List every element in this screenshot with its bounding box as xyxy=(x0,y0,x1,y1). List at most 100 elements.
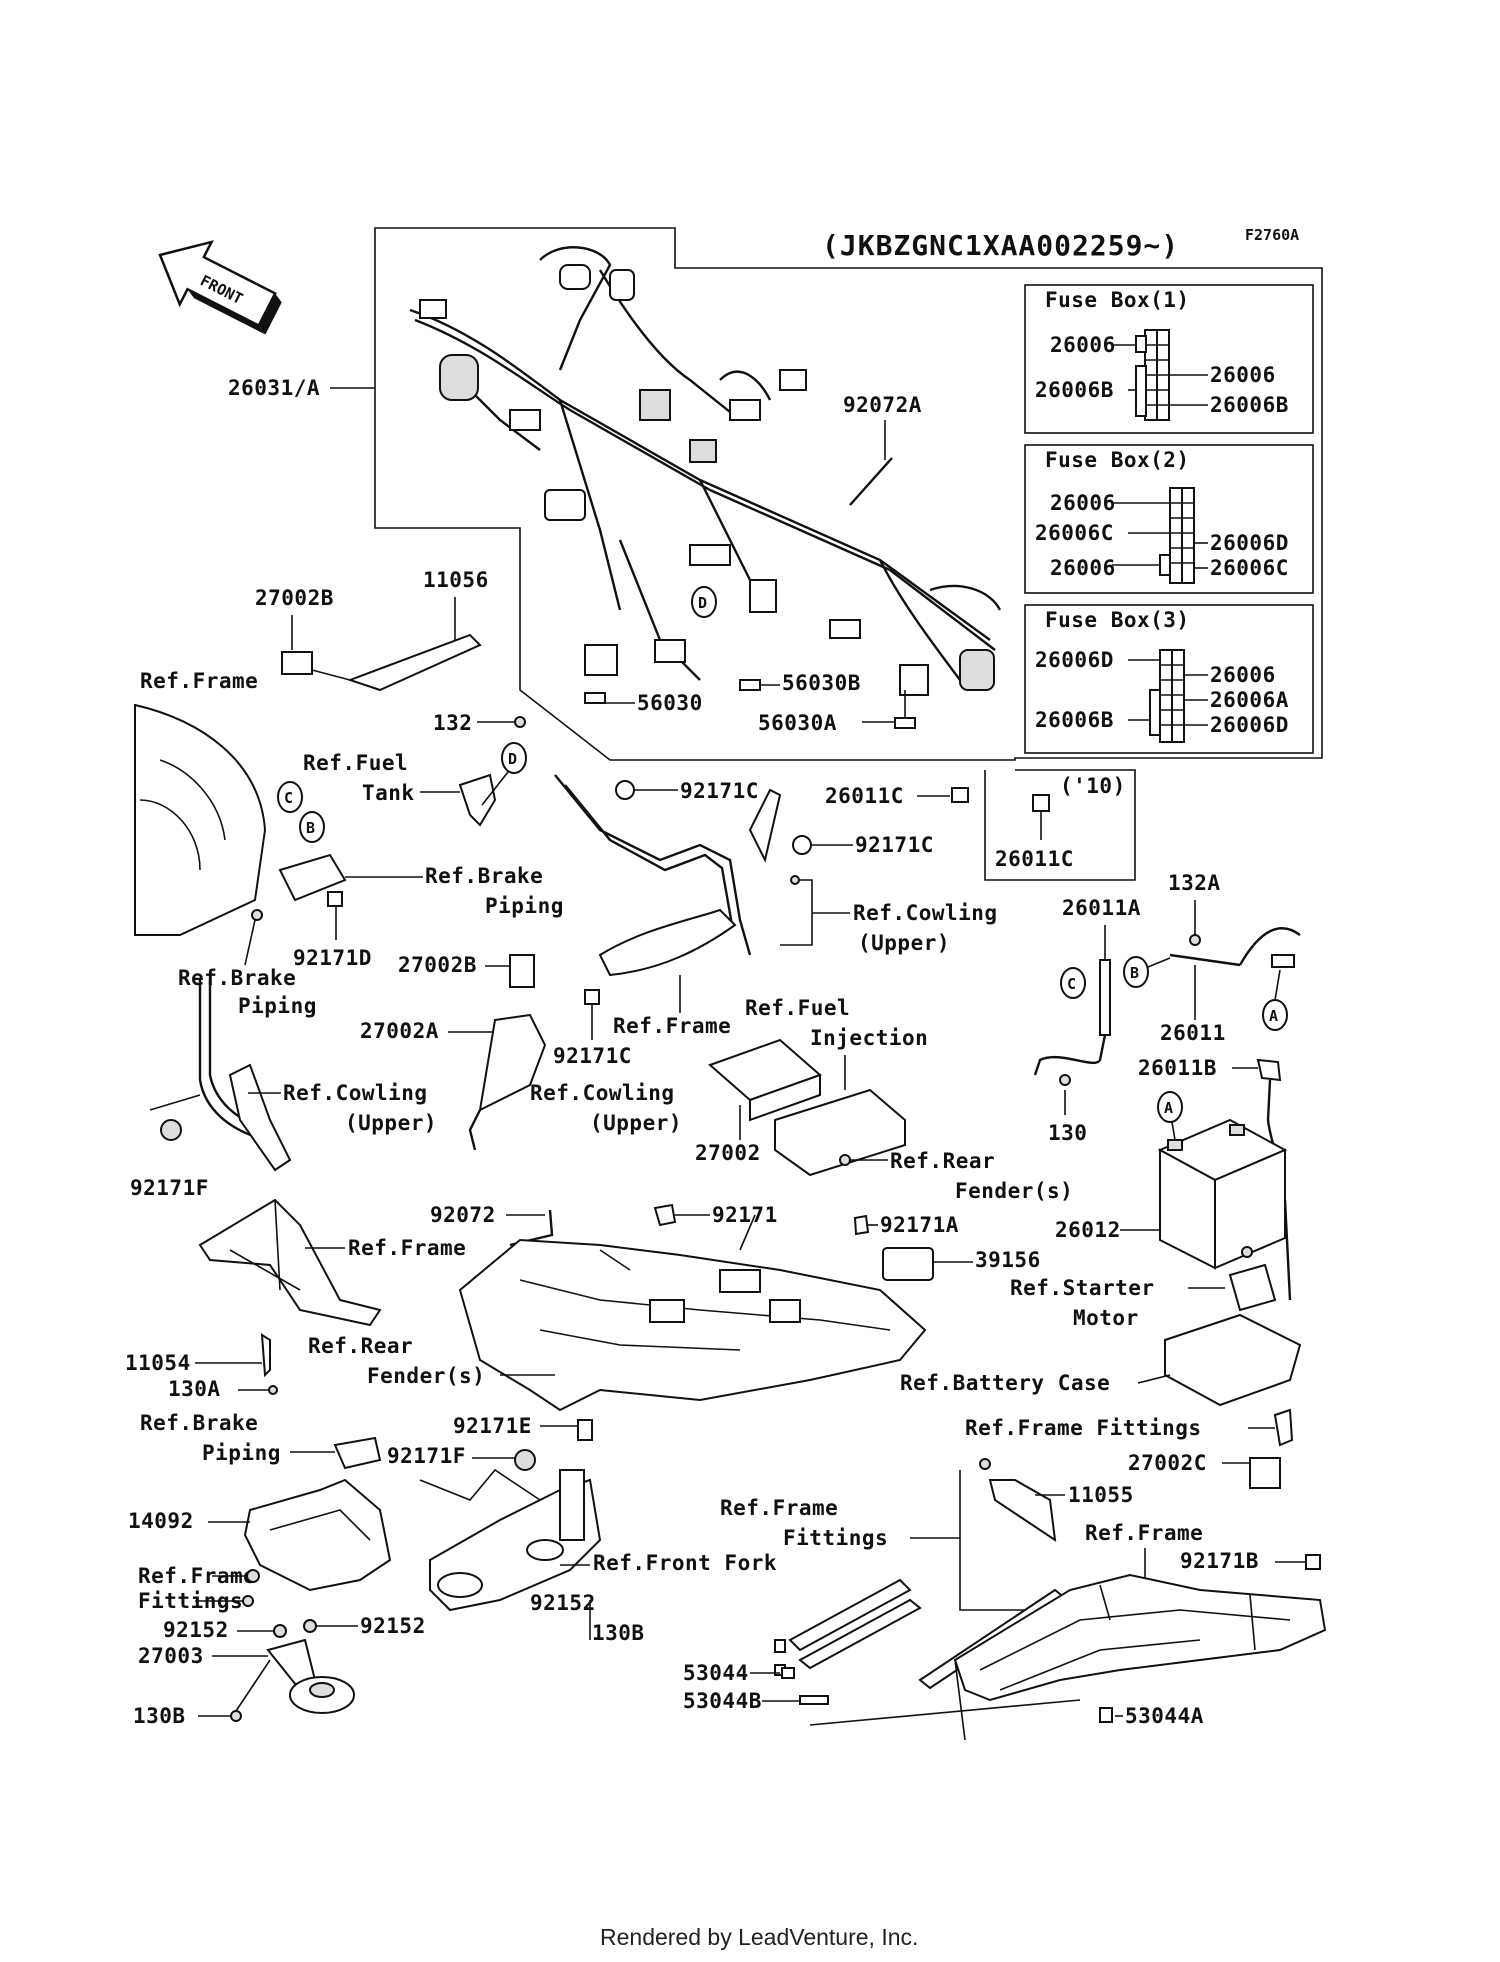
svg-text:C: C xyxy=(284,789,293,807)
label-11056: 11056 xyxy=(423,568,489,592)
label-53044b: 53044B xyxy=(683,1689,762,1713)
svg-text:26006: 26006 xyxy=(1210,363,1276,387)
part-frame-fitting-strip-1 xyxy=(788,1578,912,1652)
svg-text:26006B: 26006B xyxy=(1035,708,1114,732)
svg-text:Fuse Box(1): Fuse Box(1) xyxy=(1045,288,1190,312)
label-ref-battery-case: Ref.Battery Case xyxy=(900,1371,1110,1395)
label-27002c: 27002C xyxy=(1128,1451,1207,1475)
label-ref-rear-1: Ref.Rear xyxy=(890,1149,995,1173)
label-132: 132 xyxy=(433,711,472,735)
serial-range: (JKBZGNC1XAA002259~) xyxy=(822,229,1179,262)
part-11055-bracket xyxy=(988,1479,1057,1543)
svg-text:26006D: 26006D xyxy=(1210,531,1289,555)
label-92171c-2: 92171C xyxy=(855,833,934,857)
label-39156: 39156 xyxy=(975,1248,1041,1272)
label-piping-3: Piping xyxy=(202,1441,281,1465)
label-tank: Tank xyxy=(362,781,415,805)
svg-text:26006B: 26006B xyxy=(1210,393,1289,417)
part-fuel-tank-bracket xyxy=(458,773,497,827)
label-92072a: 92072A xyxy=(843,393,922,417)
svg-text:26006B: 26006B xyxy=(1035,378,1114,402)
part-frame-fitting-strip-2 xyxy=(798,1598,922,1670)
part-battery-26012 xyxy=(1157,1118,1288,1270)
label-27002b-top: 27002B xyxy=(255,586,334,610)
label-53044a: 53044A xyxy=(1125,1704,1204,1728)
label-26012: 26012 xyxy=(1055,1218,1121,1242)
label-92171f-2: 92171F xyxy=(387,1444,466,1468)
fuse-box-2: Fuse Box(2) 26006 26006C 26006 26006D 26… xyxy=(1024,444,1314,594)
part-14092-cover xyxy=(243,1478,392,1592)
label-ref-frame-center: Ref.Frame xyxy=(613,1014,731,1038)
label-92171d: 92171D xyxy=(293,946,372,970)
label-92171f: 92171F xyxy=(130,1176,209,1200)
label-piping-2: Piping xyxy=(238,994,317,1018)
marker-b-left: B xyxy=(299,811,325,843)
part-rear-fender xyxy=(458,1238,927,1412)
label-92072: 92072 xyxy=(430,1203,496,1227)
label-ref-cowling-2: Ref.Cowling xyxy=(283,1081,428,1105)
footer-credit: Rendered by LeadVenture, Inc. xyxy=(600,1924,918,1950)
svg-text:B: B xyxy=(1130,964,1139,982)
label-26011b: 26011B xyxy=(1138,1056,1217,1080)
fuse-box-3: Fuse Box(3) 26006D 26006B 26006 26006A 2… xyxy=(1024,604,1314,754)
label-ref-brake-1: Ref.Brake xyxy=(425,864,543,888)
svg-text:B: B xyxy=(306,819,315,837)
marker-a-right: A xyxy=(1262,969,1288,1031)
wiring-harness-drawing xyxy=(409,246,1002,696)
label-ref-fuel-inj: Ref.Fuel xyxy=(745,996,850,1020)
svg-text:A: A xyxy=(1164,1099,1173,1117)
label-56030b: 56030B xyxy=(782,671,861,695)
part-cowling-stay-upper xyxy=(554,774,752,956)
part-39156 xyxy=(882,1247,934,1281)
label-92152-2: 92152 xyxy=(163,1618,229,1642)
front-arrow-icon: FRONT xyxy=(158,240,282,335)
part-27002b-relay-mid xyxy=(509,954,535,988)
label-26011c-1: 26011C xyxy=(825,784,904,808)
part-11056-bracket xyxy=(347,633,482,692)
svg-text:26006D: 26006D xyxy=(1035,648,1114,672)
marker-a-battery: A xyxy=(1157,1091,1183,1141)
label-11055: 11055 xyxy=(1068,1483,1134,1507)
marker-b-right: B xyxy=(1123,956,1149,988)
svg-text:26006A: 26006A xyxy=(1210,688,1289,712)
label-ref-frame-fittings-2: Ref.Frame xyxy=(720,1496,838,1520)
label-14092: 14092 xyxy=(128,1509,194,1533)
label-fender-1: Fender(s) xyxy=(955,1179,1073,1203)
svg-text:26006C: 26006C xyxy=(1210,556,1289,580)
marker-d-bracket: D xyxy=(481,742,527,806)
label-53044: 53044 xyxy=(683,1661,749,1685)
part-ref-frame-left xyxy=(134,703,267,936)
fuse-box-1: Fuse Box(1) 26006 26006B 26006 26006B xyxy=(1024,284,1314,434)
label-upper-2: (Upper) xyxy=(345,1111,437,1135)
label-92171: 92171 xyxy=(712,1203,778,1227)
part-27002b-relay xyxy=(281,651,313,675)
label-ref-brake-2: Ref.Brake xyxy=(178,966,296,990)
label-ref-frame-mid: Ref.Frame xyxy=(348,1236,466,1260)
label-upper-3: (Upper) xyxy=(590,1111,682,1135)
label-92171b: 92171B xyxy=(1180,1549,1259,1573)
marker-c-left: C xyxy=(277,781,303,813)
svg-text:26006: 26006 xyxy=(1050,556,1116,580)
label-injection: Injection xyxy=(810,1026,928,1050)
label-26031-a: 26031/A xyxy=(228,376,320,400)
label-ref-brake-3: Ref.Brake xyxy=(140,1411,258,1435)
part-rear-frame xyxy=(953,1573,1327,1702)
part-ref-frame-lower xyxy=(198,1198,382,1327)
part-starter-relay xyxy=(1228,1263,1277,1312)
label-132a: 132A xyxy=(1168,871,1221,895)
label-piping-1: Piping xyxy=(485,894,564,918)
label-ref-starter: Ref.Starter xyxy=(1010,1276,1155,1300)
svg-text:26006D: 26006D xyxy=(1210,713,1289,737)
label-ref-front-fork: Ref.Front Fork xyxy=(593,1551,777,1575)
label-26011c-2: 26011C xyxy=(995,847,1074,871)
label-26011: 26011 xyxy=(1160,1021,1226,1045)
svg-text:26006: 26006 xyxy=(1210,663,1276,687)
svg-text:Fuse Box(2): Fuse Box(2) xyxy=(1045,448,1190,472)
part-ref-frame-center xyxy=(598,908,737,977)
label-56030a: 56030A xyxy=(758,711,837,735)
part-battery-case xyxy=(1164,1313,1302,1407)
label-motor: Motor xyxy=(1073,1306,1139,1330)
label-ref-frame-right: Ref.Frame xyxy=(1085,1521,1203,1545)
part-brake-block xyxy=(278,853,347,902)
